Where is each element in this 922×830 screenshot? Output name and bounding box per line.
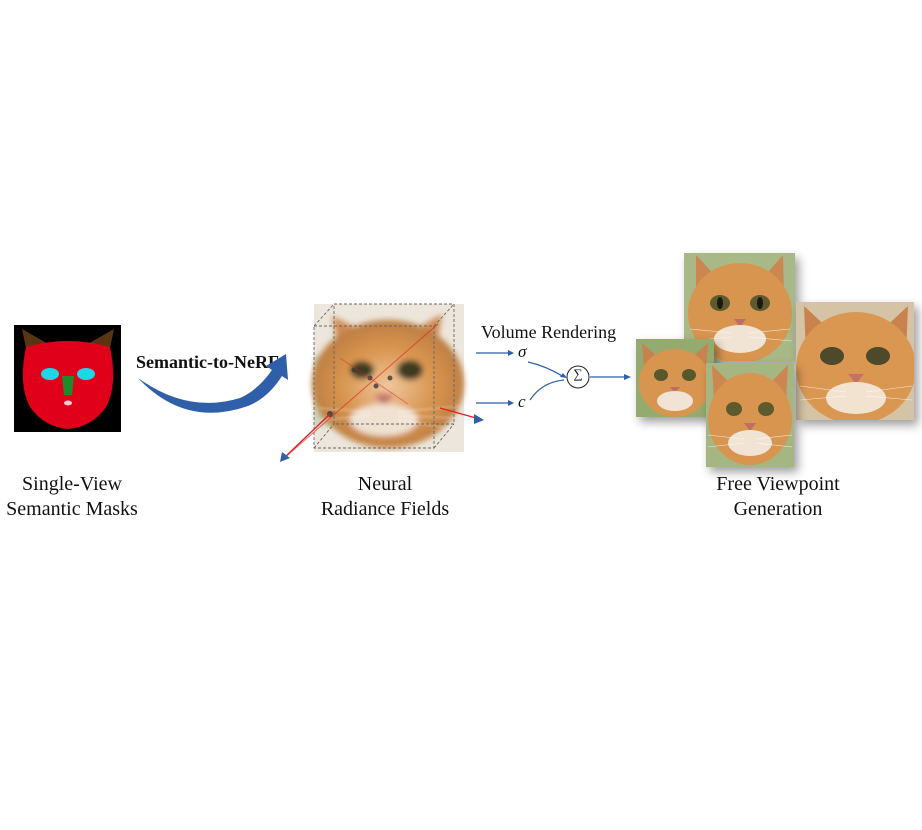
c-symbol: c (518, 392, 526, 411)
nerf-caption: Neural Radiance Fields (300, 472, 470, 522)
nerf-cube-svg (280, 303, 484, 462)
sigma-symbol: σ (518, 342, 527, 361)
semantic-mask-image (14, 325, 121, 432)
cat-image-top (684, 253, 795, 361)
volume-rendering-diagram (476, 350, 631, 406)
cat-image-right (796, 302, 914, 420)
curved-arrow (138, 354, 288, 413)
semantic-to-nerf-label: Semantic-to-NeRF (136, 352, 279, 372)
mask-mouth (64, 400, 72, 406)
mask-caption-line1: Single-View (22, 473, 122, 495)
generated-view-right (796, 302, 914, 420)
output-caption-line1: Free Viewpoint (716, 473, 840, 495)
sum-symbol: ∑ (573, 366, 583, 381)
output-caption-line2: Generation (733, 498, 823, 520)
generated-view-left (636, 339, 714, 417)
mask-right-eye (77, 368, 95, 380)
cat-image-bottom (706, 363, 794, 467)
mask-caption: Single-View Semantic Masks (0, 472, 144, 522)
mask-left-eye (41, 368, 59, 380)
cat-image-left (636, 339, 714, 417)
nerf-cube (270, 296, 490, 466)
volume-rendering-label: Volume Rendering (481, 322, 617, 342)
nerf-caption-line1: Neural (357, 473, 413, 495)
mask-nose (62, 376, 74, 395)
generated-view-bottom (706, 363, 794, 467)
nerf-caption-line2: Radiance Fields (320, 498, 450, 520)
output-caption: Free Viewpoint Generation (690, 472, 866, 522)
mask-caption-line2: Semantic Masks (6, 498, 138, 520)
mask-svg (22, 329, 114, 429)
